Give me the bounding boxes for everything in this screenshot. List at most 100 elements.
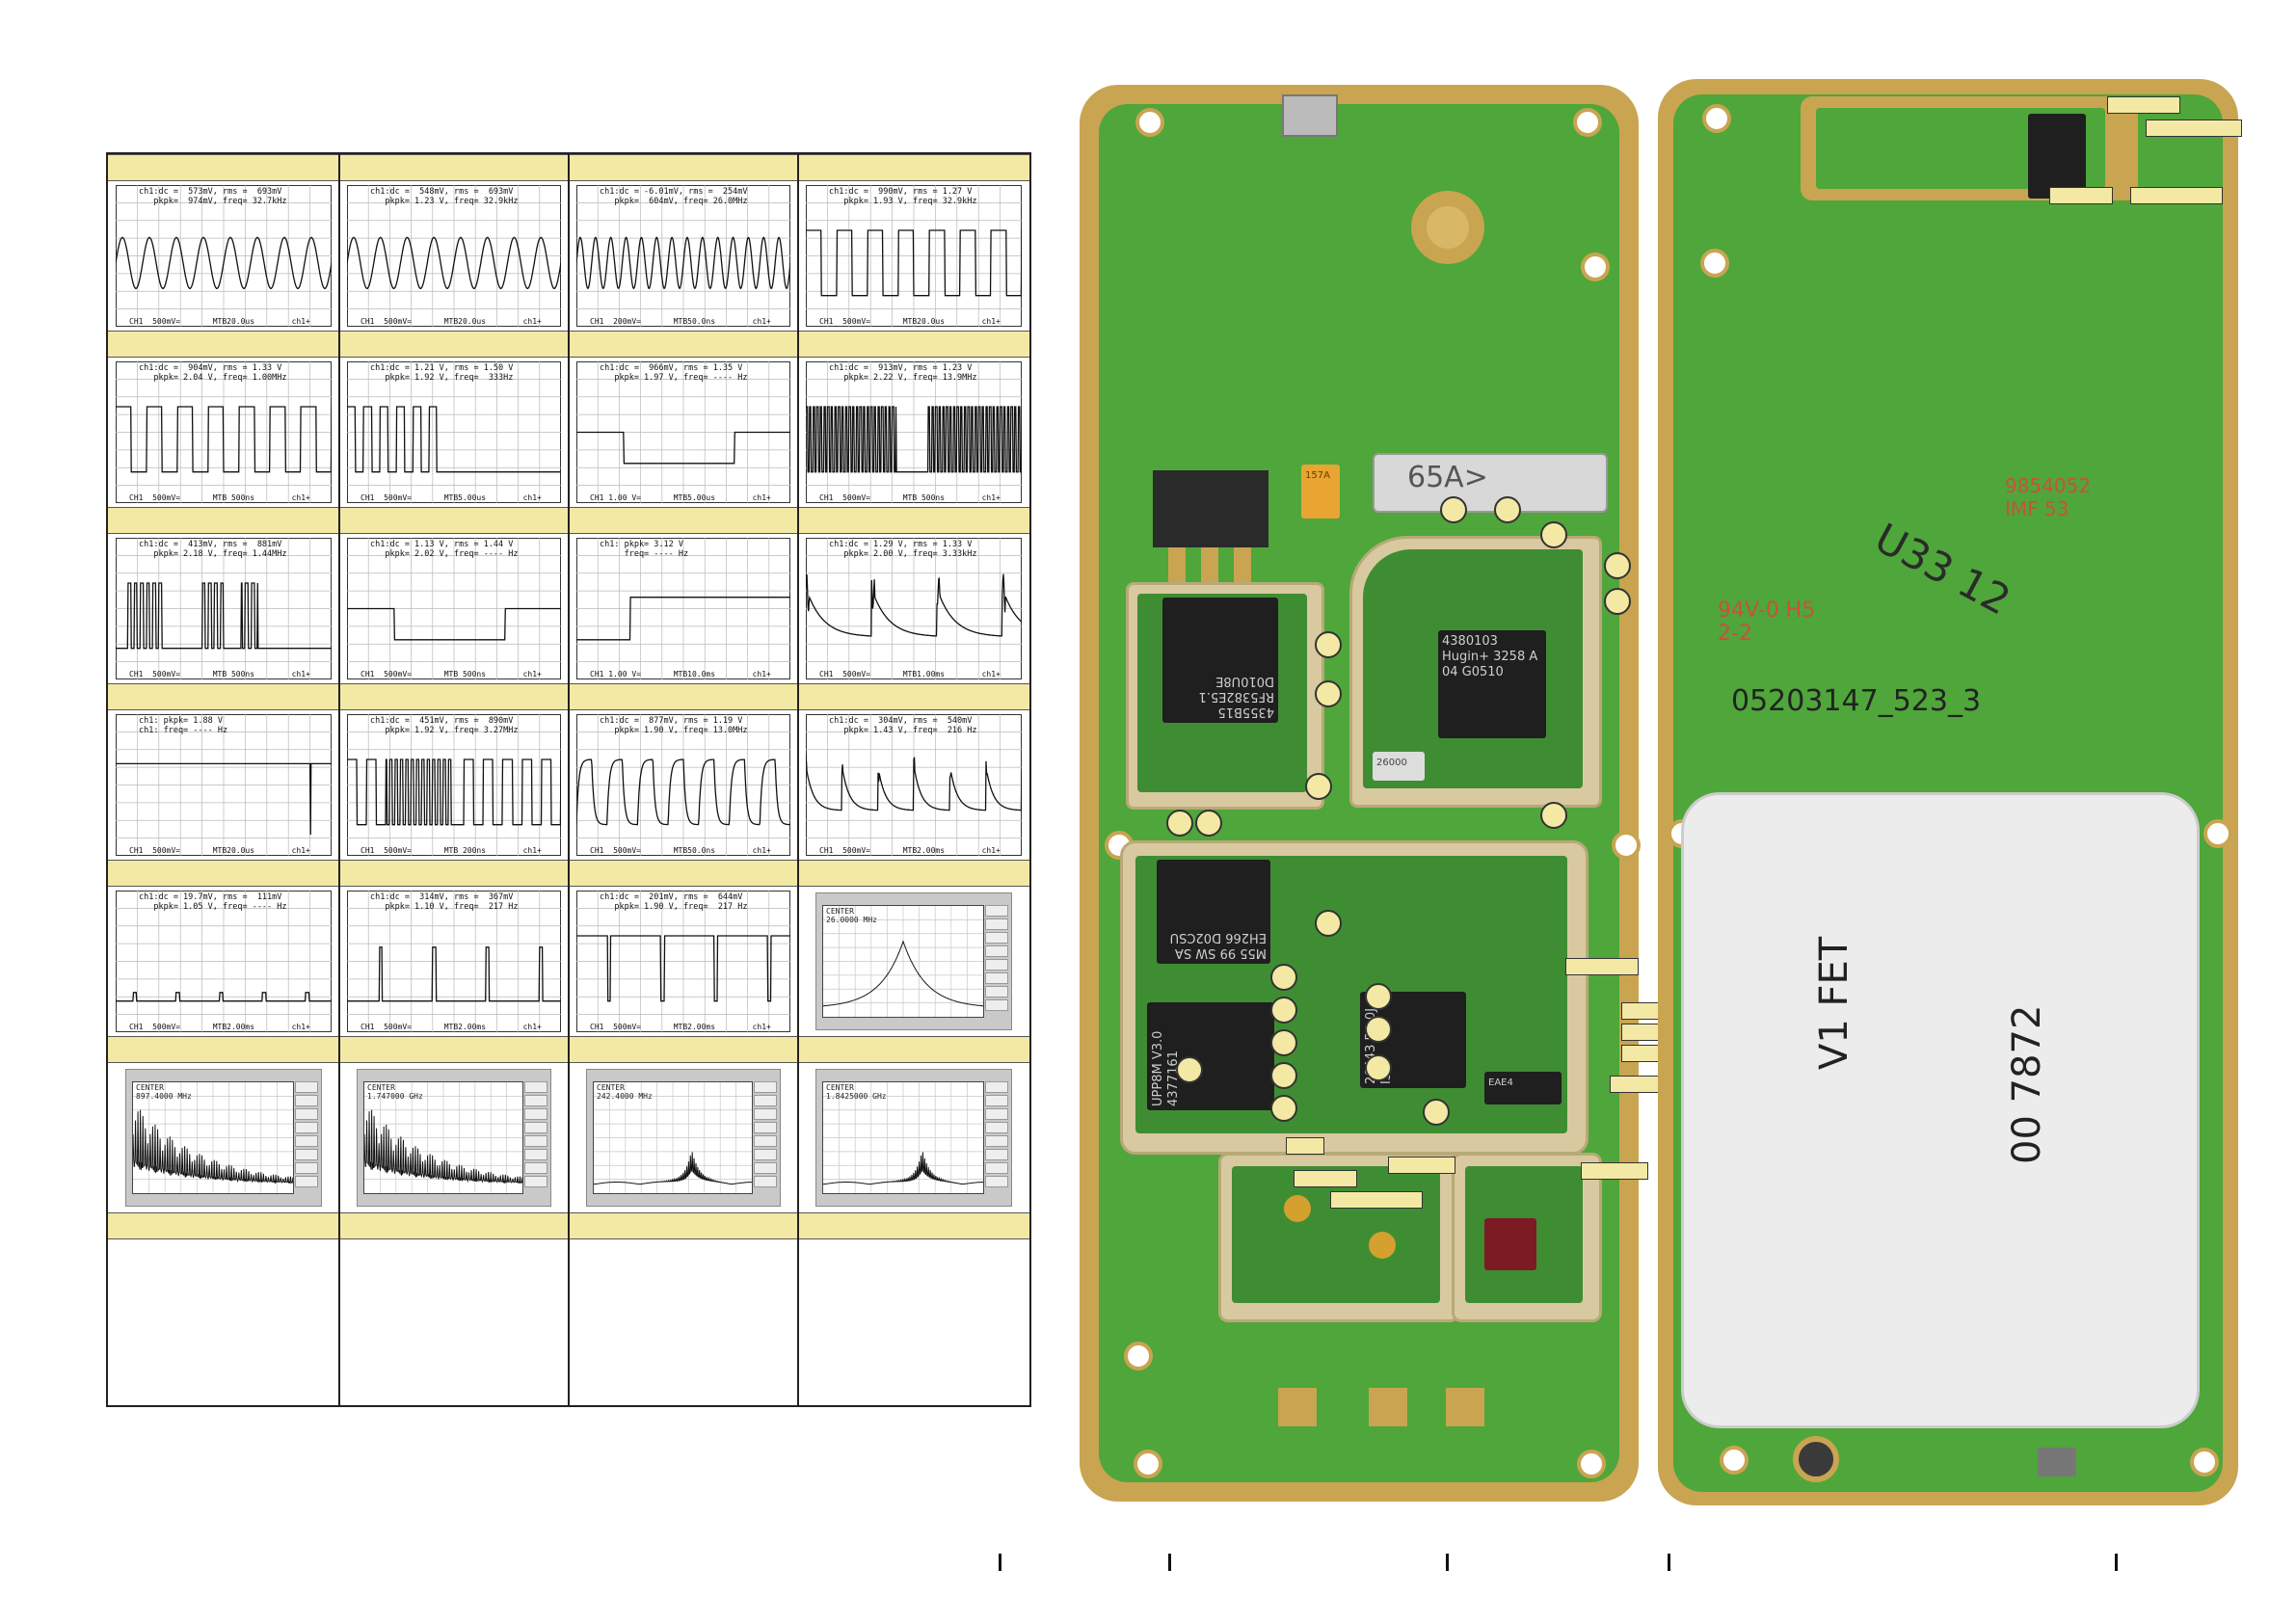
- test-pad-label[interactable]: [1581, 1162, 1648, 1180]
- mount-hole: [1612, 831, 1641, 860]
- waveform-cell[interactable]: ch1:dc = 201mV, rms = 644mV pkpk= 1.90 V…: [571, 887, 796, 1036]
- waveform-cell[interactable]: CENTER 897.4000 MHz: [110, 1063, 337, 1212]
- waveform-cell[interactable]: CENTER 1.8425000 GHz: [800, 1063, 1028, 1212]
- test-point[interactable]: [1305, 773, 1332, 800]
- spectrum-plot: [823, 1082, 983, 1193]
- test-point[interactable]: [1365, 983, 1392, 1010]
- test-point[interactable]: [1540, 802, 1567, 829]
- waveform-cell[interactable]: ch1:dc = 877mV, rms = 1.19 V pkpk= 1.90 …: [571, 710, 796, 860]
- waveform-cell[interactable]: ch1:dc = 573mV, rms = 693mV pkpk= 974mV,…: [110, 181, 337, 331]
- waveform-cell[interactable]: ch1:dc = 913mV, rms = 1.23 V pkpk= 2.22 …: [800, 358, 1028, 507]
- waveform-cell[interactable]: ch1:dc = 1.21 V, rms = 1.50 V pkpk= 1.92…: [341, 358, 567, 507]
- test-point[interactable]: [1315, 631, 1342, 658]
- scope-settings: CH1 500mV= MTB20.0us ch1+: [360, 317, 542, 326]
- softkey-button: [985, 959, 1008, 971]
- test-point[interactable]: [1270, 1095, 1297, 1122]
- waveform-plot: [116, 361, 332, 503]
- waveform-cell[interactable]: ch1:dc = 966mV, rms = 1.35 V pkpk= 1.97 …: [571, 358, 796, 507]
- softkey-button: [524, 1149, 547, 1160]
- chip-hugin: 4380103 Hugin+ 3258 A 04 G0510: [1438, 630, 1546, 738]
- waveform-cell[interactable]: ch1:dc = 1.13 V, rms = 1.44 V pkpk= 2.02…: [341, 534, 567, 683]
- test-point[interactable]: [1270, 1029, 1297, 1056]
- softkey-button: [985, 999, 1008, 1011]
- crystal-26mhz: 26000: [1373, 752, 1425, 781]
- spectrum-center-readout: CENTER 26.0000 MHz: [826, 907, 877, 924]
- waveform-cell[interactable]: ch1:dc = 19.7mV, rms = 111mV pkpk= 1.05 …: [110, 887, 337, 1036]
- spectrum-analyzer-screen: CENTER 242.4000 MHz: [586, 1069, 781, 1207]
- measurement-readout: ch1:dc = 201mV, rms = 644mV pkpk= 1.90 V…: [600, 892, 748, 912]
- spectrum-analyzer-screen: CENTER 1.747000 GHz: [357, 1069, 551, 1207]
- scope-settings: CH1 500mV= MTB20.0us ch1+: [129, 846, 310, 855]
- test-point[interactable]: [1315, 680, 1342, 707]
- sim-connector-chip: [2028, 114, 2086, 199]
- waveform-cell[interactable]: ch1:dc = 548mV, rms = 693mV pkpk= 1.23 V…: [341, 181, 567, 331]
- vibra-label: 65A>: [1407, 461, 1488, 494]
- test-pad-label[interactable]: [1330, 1191, 1423, 1209]
- spectrum-display: [593, 1081, 753, 1194]
- waveform-cell[interactable]: ch1:dc = 413mV, rms = 881mV pkpk= 2.18 V…: [110, 534, 337, 683]
- softkey-button: [985, 1081, 1008, 1093]
- test-pad-label[interactable]: [1565, 958, 1639, 975]
- test-point[interactable]: [1440, 496, 1467, 523]
- waveform-cell[interactable]: CENTER 26.0000 MHz: [800, 887, 1028, 1036]
- waveform-cell[interactable]: CENTER 242.4000 MHz: [571, 1063, 796, 1212]
- softkey-button: [985, 1176, 1008, 1187]
- softkey-button: [524, 1108, 547, 1120]
- waveform-cell[interactable]: ch1:dc = 314mV, rms = 367mV pkpk= 1.10 V…: [341, 887, 567, 1036]
- test-pad-label[interactable]: [2049, 187, 2113, 204]
- board-code-4: 05203147_523_3: [1731, 684, 1982, 718]
- softkey-button: [985, 905, 1008, 917]
- softkey-button: [985, 972, 1008, 984]
- waveform-cell[interactable]: ch1:dc = 904mV, rms = 1.33 V pkpk= 2.04 …: [110, 358, 337, 507]
- test-pad-label[interactable]: [2146, 120, 2242, 137]
- test-point[interactable]: [1604, 552, 1631, 579]
- oscilloscope-screen: ch1:dc = 548mV, rms = 693mV pkpk= 1.23 V…: [347, 185, 561, 327]
- test-pad-label[interactable]: [1286, 1137, 1324, 1155]
- test-pad-label[interactable]: [1294, 1170, 1357, 1187]
- scope-settings: CH1 500mV= MTB2.00ms ch1+: [819, 846, 1001, 855]
- measurement-readout: ch1:dc = -6.01mV, rms = 254mV pkpk= 604m…: [600, 187, 748, 206]
- waveform-trace: [116, 406, 332, 473]
- oscilloscope-screen: ch1:dc = 201mV, rms = 644mV pkpk= 1.90 V…: [576, 891, 790, 1032]
- test-point[interactable]: [1315, 910, 1342, 937]
- test-point[interactable]: [1604, 588, 1631, 615]
- waveform-cell[interactable]: ch1:dc = 304mV, rms = 540mV pkpk= 1.43 V…: [800, 710, 1028, 860]
- oscilloscope-screen: ch1:dc = 966mV, rms = 1.35 V pkpk= 1.97 …: [576, 361, 790, 503]
- test-point[interactable]: [1195, 810, 1222, 837]
- test-point[interactable]: [1365, 1054, 1392, 1081]
- test-point[interactable]: [1166, 810, 1193, 837]
- test-pad-label[interactable]: [2130, 187, 2223, 204]
- test-point[interactable]: [1270, 1062, 1297, 1089]
- tick-mark: [1668, 1554, 1670, 1571]
- test-point[interactable]: [1270, 997, 1297, 1024]
- softkey-button: [985, 1135, 1008, 1147]
- test-point[interactable]: [1176, 1056, 1203, 1083]
- waveform-cell[interactable]: ch1:dc = -6.01mV, rms = 254mV pkpk= 604m…: [571, 181, 796, 331]
- mount-hole: [1124, 1342, 1153, 1370]
- waveform-trace: [347, 406, 561, 473]
- waveform-cell[interactable]: ch1:dc = 451mV, rms = 890mV pkpk= 1.92 V…: [341, 710, 567, 860]
- chip-rf: 4355B15 RF5382E5.1 D010U8E: [1162, 598, 1278, 723]
- test-pad-label[interactable]: [1388, 1157, 1455, 1174]
- test-point[interactable]: [1494, 496, 1521, 523]
- test-point[interactable]: [1540, 521, 1567, 548]
- test-point[interactable]: [1270, 964, 1297, 991]
- grid-column-divider: [338, 154, 340, 1405]
- test-point[interactable]: [1423, 1099, 1450, 1126]
- scope-settings: CH1 500mV= MTB 500ns ch1+: [129, 670, 310, 678]
- spectrum-plot: [823, 906, 983, 1017]
- softkey-button: [754, 1162, 777, 1174]
- test-pad-label[interactable]: [2107, 96, 2180, 114]
- test-point[interactable]: [1365, 1016, 1392, 1043]
- waveform-cell[interactable]: CENTER 1.747000 GHz: [341, 1063, 567, 1212]
- tick-mark: [2115, 1554, 2118, 1571]
- waveform-cell[interactable]: ch1:dc = 1.29 V, rms = 1.33 V pkpk= 2.00…: [800, 534, 1028, 683]
- waveform-cell[interactable]: ch1:dc = 990mV, rms = 1.27 V pkpk= 1.93 …: [800, 181, 1028, 331]
- measurement-readout: ch1:dc = 548mV, rms = 693mV pkpk= 1.23 V…: [370, 187, 519, 206]
- mount-hole: [1577, 1450, 1606, 1478]
- waveform-plot: [576, 714, 790, 856]
- waveform-trace: [806, 754, 1022, 812]
